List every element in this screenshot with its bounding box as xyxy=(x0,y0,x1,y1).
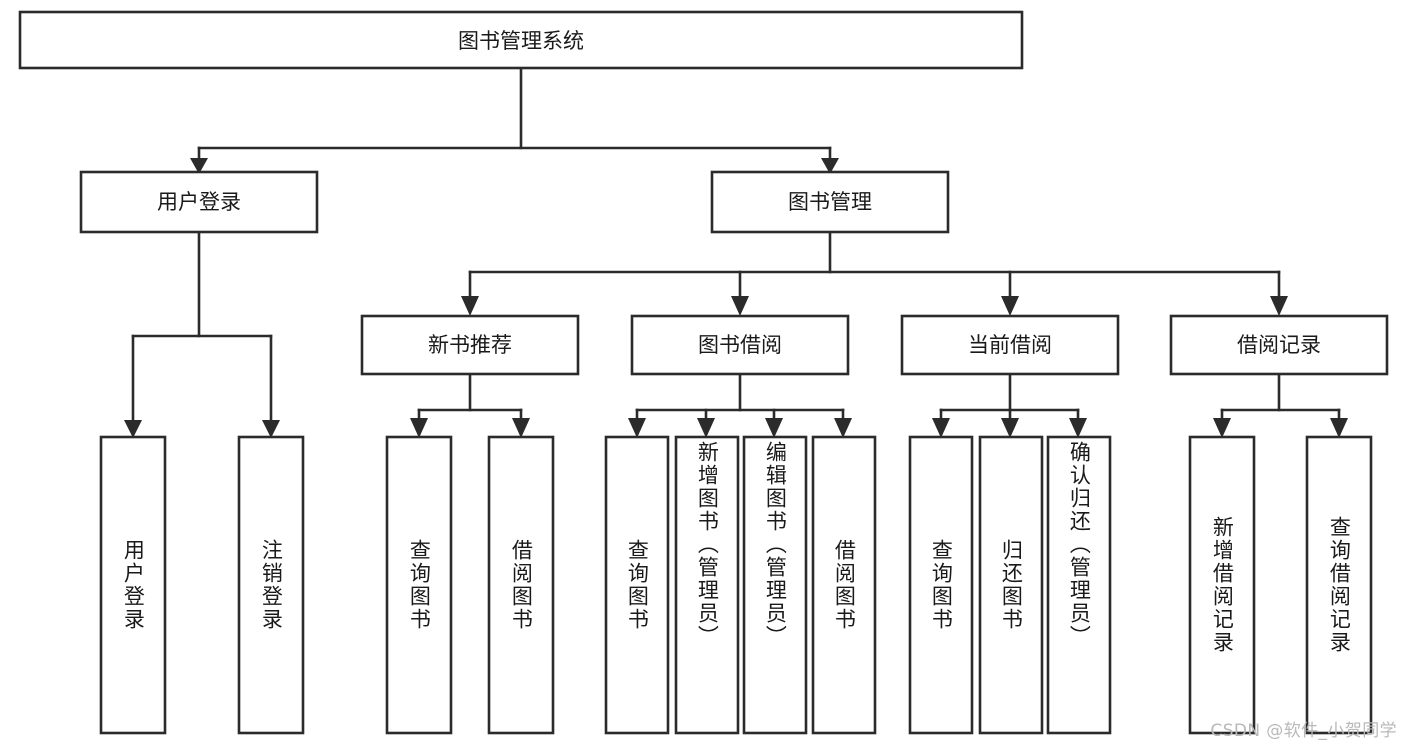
arrow-head-leaf-return-book xyxy=(1001,418,1019,438)
leaf-query-book-1-box[interactable] xyxy=(385,435,453,735)
node-borrow-record-box[interactable] xyxy=(1169,314,1389,376)
node-book-borrow-label: 图书借阅 xyxy=(698,333,782,357)
leaf-query-record-box[interactable] xyxy=(1305,435,1373,735)
node-user-login-box[interactable] xyxy=(79,170,319,234)
arrow-head-leaf-add-record xyxy=(1213,418,1231,438)
leaf-edit-book-box[interactable] xyxy=(742,435,808,735)
arrow-head-leaf-user-login xyxy=(124,420,142,438)
node-book-management-label: 图书管理 xyxy=(788,190,872,214)
node-borrow-record-label: 借阅记录 xyxy=(1237,333,1321,357)
arrow-head-current-borrow xyxy=(1001,296,1019,316)
leaf-confirm-return-box[interactable] xyxy=(1046,435,1112,735)
arrow-head-new-book-recommend xyxy=(461,296,479,316)
arrow-head-leaf-borrow-book-1 xyxy=(512,418,530,438)
node-root-box[interactable] xyxy=(18,10,1024,70)
node-book-management-box[interactable] xyxy=(710,170,950,234)
leaf-user-logout-box[interactable] xyxy=(237,435,305,735)
arrow-head-user-login xyxy=(190,158,208,174)
arrow-head-book-borrow xyxy=(731,296,749,316)
leaf-borrow-book-2-box[interactable] xyxy=(811,435,877,735)
arrow-head-book-management xyxy=(821,158,839,174)
leaf-add-record-box[interactable] xyxy=(1188,435,1256,735)
node-layer: 图书管理系统 用户登录 图书管理 新书推荐 图书借阅 当前借阅 借阅记录 xyxy=(18,10,1389,735)
connector-layer xyxy=(124,66,1348,438)
arrow-head-leaf-user-logout xyxy=(262,420,280,438)
arrow-head-leaf-confirm-return xyxy=(1069,418,1087,438)
arrow-head-leaf-query-book-1 xyxy=(410,418,428,438)
node-new-book-recommend-label: 新书推荐 xyxy=(428,333,512,357)
arrow-head-borrow-record xyxy=(1270,296,1288,316)
arrow-head-leaf-query-book-2 xyxy=(628,418,646,438)
leaf-user-login-box[interactable] xyxy=(99,435,167,735)
arrow-head-leaf-query-record xyxy=(1330,418,1348,438)
arrow-head-leaf-edit-book xyxy=(765,418,783,438)
node-new-book-recommend-box[interactable] xyxy=(360,314,580,376)
node-current-borrow-label: 当前借阅 xyxy=(968,333,1052,357)
leaf-query-book-3-box[interactable] xyxy=(908,435,974,735)
arrow-head-leaf-add-book xyxy=(697,418,715,438)
node-user-login-label: 用户登录 xyxy=(157,190,241,214)
node-book-borrow-box[interactable] xyxy=(630,314,850,376)
node-current-borrow-box[interactable] xyxy=(900,314,1120,376)
arrow-head-leaf-query-book-3 xyxy=(932,418,950,438)
arrow-head-leaf-borrow-book-2 xyxy=(834,418,852,438)
leaf-borrow-book-1-box[interactable] xyxy=(487,435,555,735)
leaf-query-book-2-box[interactable] xyxy=(604,435,670,735)
leaf-return-book-box[interactable] xyxy=(978,435,1044,735)
leaf-add-book-box[interactable] xyxy=(674,435,740,735)
node-root-label: 图书管理系统 xyxy=(458,29,584,53)
